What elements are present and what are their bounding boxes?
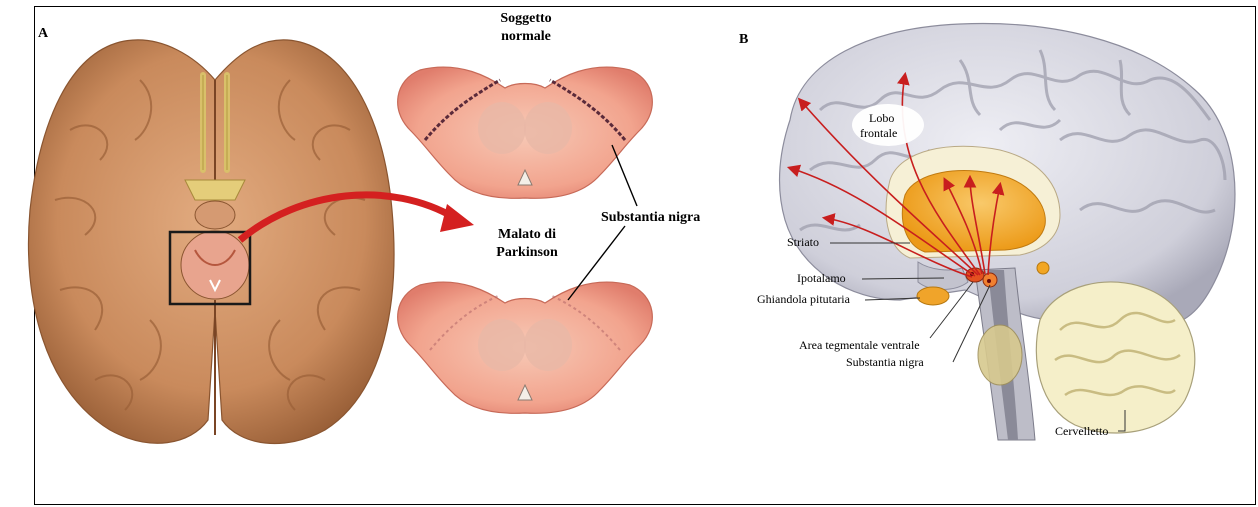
label-normal-line1: Soggetto	[500, 11, 551, 26]
leader-substantia-normal	[612, 145, 637, 206]
label-cervelletto: Cervelletto	[1055, 424, 1108, 438]
label-substantia-a: Substantia nigra	[601, 210, 700, 225]
zoom-arrow-head	[440, 204, 474, 232]
brain-underside-illustration	[28, 40, 394, 444]
label-ipotalamo: Ipotalamo	[797, 271, 846, 285]
label-striato: Striato	[787, 235, 819, 249]
label-lobo-line1: Lobo	[869, 111, 894, 125]
panel-a-letter: A	[38, 26, 49, 41]
panel-a: A Soggetto normale	[28, 11, 700, 443]
label-substantia-b: Substantia nigra	[846, 355, 924, 369]
panel-b-letter: B	[739, 32, 748, 47]
label-parkinson-line2: Parkinson	[496, 245, 558, 260]
label-area: Area tegmentale ventrale	[799, 338, 920, 352]
normal-midbrain-section	[398, 67, 653, 198]
panel-b: B	[739, 24, 1235, 440]
label-normal-line2: normale	[501, 29, 551, 44]
parkinson-midbrain-section	[398, 282, 653, 413]
label-ghiandola: Ghiandola pitutaria	[757, 292, 851, 306]
brain-sagittal-illustration	[780, 24, 1235, 440]
label-lobo-line2: frontale	[860, 126, 897, 140]
label-parkinson-line1: Malato di	[498, 227, 556, 242]
